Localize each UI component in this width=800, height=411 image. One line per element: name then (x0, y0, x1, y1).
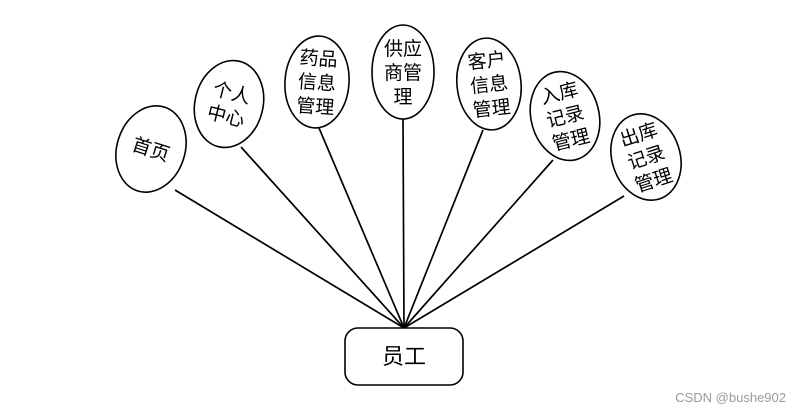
node-label-drug-info-2: 管理 (296, 95, 335, 120)
edge-home (174, 189, 405, 329)
edge-supplier (402, 118, 405, 329)
node-ellipse-supplier (371, 24, 435, 120)
node-label-drug-info-1: 信息 (297, 71, 336, 96)
node-ellipse-personal-center (193, 59, 265, 149)
edge-outbound (403, 195, 625, 329)
edge-drug-info (318, 127, 405, 329)
edge-inbound (403, 159, 554, 329)
root-box (344, 327, 464, 386)
node-ellipse-customer-info (456, 37, 522, 131)
node-ellipse-drug-info (284, 35, 350, 129)
node-label-customer-info-1: 信息 (469, 72, 509, 98)
child-nodes: 首页个人中心药品信息管理供应商管理客户信息管理入库记录管理出库记录管理 (115, 24, 682, 201)
node-label-supplier-1: 商管 (384, 62, 422, 84)
node-label-supplier-2: 理 (393, 86, 412, 108)
node-label-supplier-0: 供应 (384, 38, 422, 60)
node-label-customer-info-0: 客户 (467, 48, 507, 74)
watermark: CSDN @bushe902 (675, 390, 786, 405)
root-node: 员工 (344, 327, 464, 386)
node-ellipse-outbound (610, 113, 682, 201)
node-label-drug-info-0: 药品 (299, 47, 338, 72)
node-ellipse-inbound (529, 70, 601, 162)
edge-personal-center (240, 146, 405, 329)
node-home: 首页 (115, 105, 187, 193)
node-label-customer-info-2: 管理 (472, 96, 512, 122)
root-label: 员工 (382, 345, 426, 370)
node-ellipse-home (115, 105, 187, 193)
edge-customer-info (403, 129, 484, 329)
edges (174, 118, 625, 329)
